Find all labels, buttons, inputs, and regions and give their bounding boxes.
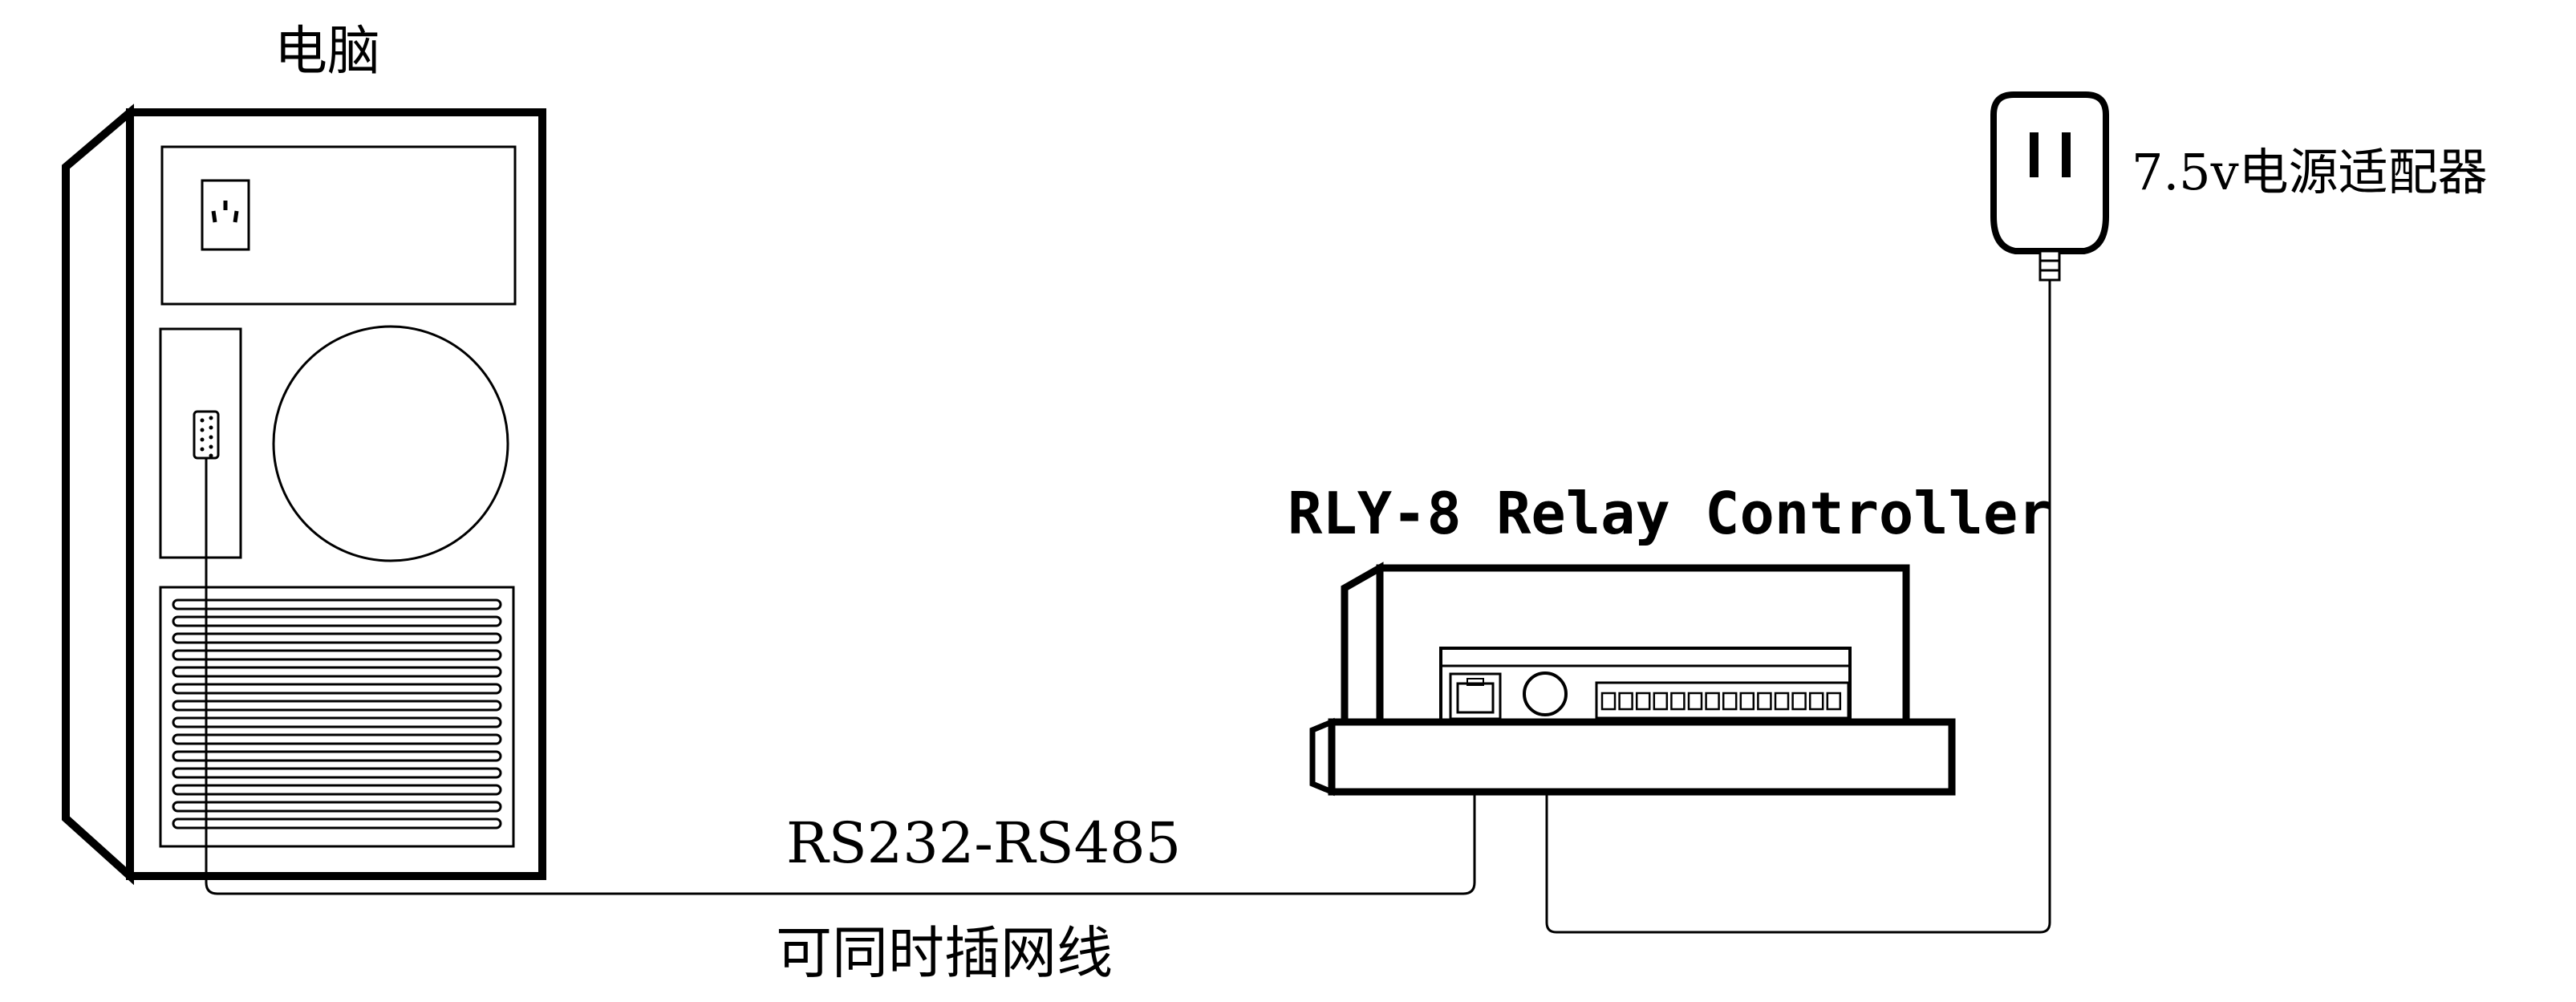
ethernet-port-icon	[1449, 672, 1502, 720]
vent-slot	[172, 733, 502, 745]
terminal-cell	[1705, 692, 1720, 711]
terminal-cell	[1808, 692, 1824, 711]
wall-plug-icon	[1990, 91, 2109, 282]
computer-top-panel	[160, 145, 517, 306]
terminal-cell	[1826, 692, 1842, 711]
terminal-cell	[1600, 692, 1617, 711]
computer-fan-icon	[272, 325, 509, 562]
network-note-label: 可同时插网线	[776, 920, 1113, 986]
vent-slot	[172, 801, 502, 813]
link-protocol-label: RS232-RS485	[786, 810, 1181, 876]
vent-slot	[172, 784, 502, 796]
computer-tower-icon	[62, 103, 546, 886]
power-cable	[1545, 280, 2051, 934]
vent-slot	[172, 649, 502, 661]
terminal-block-icon	[1595, 681, 1850, 720]
vent-slot	[172, 716, 502, 728]
vent-slot	[172, 615, 502, 627]
terminal-cell	[1687, 692, 1703, 711]
terminal-cell	[1635, 692, 1651, 711]
vent-slot	[172, 632, 502, 644]
vent-slots	[172, 598, 502, 830]
computer-label: 电脑	[274, 20, 380, 82]
power-adapter-label: 7.5v电源适配器	[2132, 143, 2488, 201]
dc-jack-icon	[1523, 671, 1568, 716]
computer-front-panel	[126, 108, 546, 880]
terminal-cell	[1670, 692, 1686, 711]
vent-slot	[172, 666, 502, 678]
terminal-cell	[1757, 692, 1772, 711]
relay-controller-box-icon	[1309, 562, 1956, 797]
terminal-cell	[1618, 692, 1633, 711]
vent-slot	[172, 767, 502, 779]
controller-base	[1328, 718, 1956, 796]
vent-slot	[172, 700, 502, 712]
vent-slot	[172, 750, 502, 762]
power-socket-icon	[201, 179, 250, 251]
controller-title: RLY-8 Relay Controller	[1288, 480, 2053, 547]
terminal-cell	[1722, 692, 1738, 711]
terminal-cell	[1774, 692, 1790, 711]
computer-vent-panel	[159, 586, 515, 848]
terminal-cell	[1791, 692, 1807, 711]
plug-strain-relief	[2038, 249, 2061, 282]
terminal-cell	[1653, 692, 1669, 711]
computer-port-panel	[159, 327, 242, 559]
vent-slot	[172, 598, 502, 611]
serial-cable	[205, 458, 1476, 895]
terminal-cell	[1739, 692, 1755, 711]
computer-side-panel	[62, 103, 134, 886]
vent-slot	[172, 683, 502, 695]
vent-slot	[172, 817, 502, 830]
controller-port-panel	[1439, 647, 1852, 724]
